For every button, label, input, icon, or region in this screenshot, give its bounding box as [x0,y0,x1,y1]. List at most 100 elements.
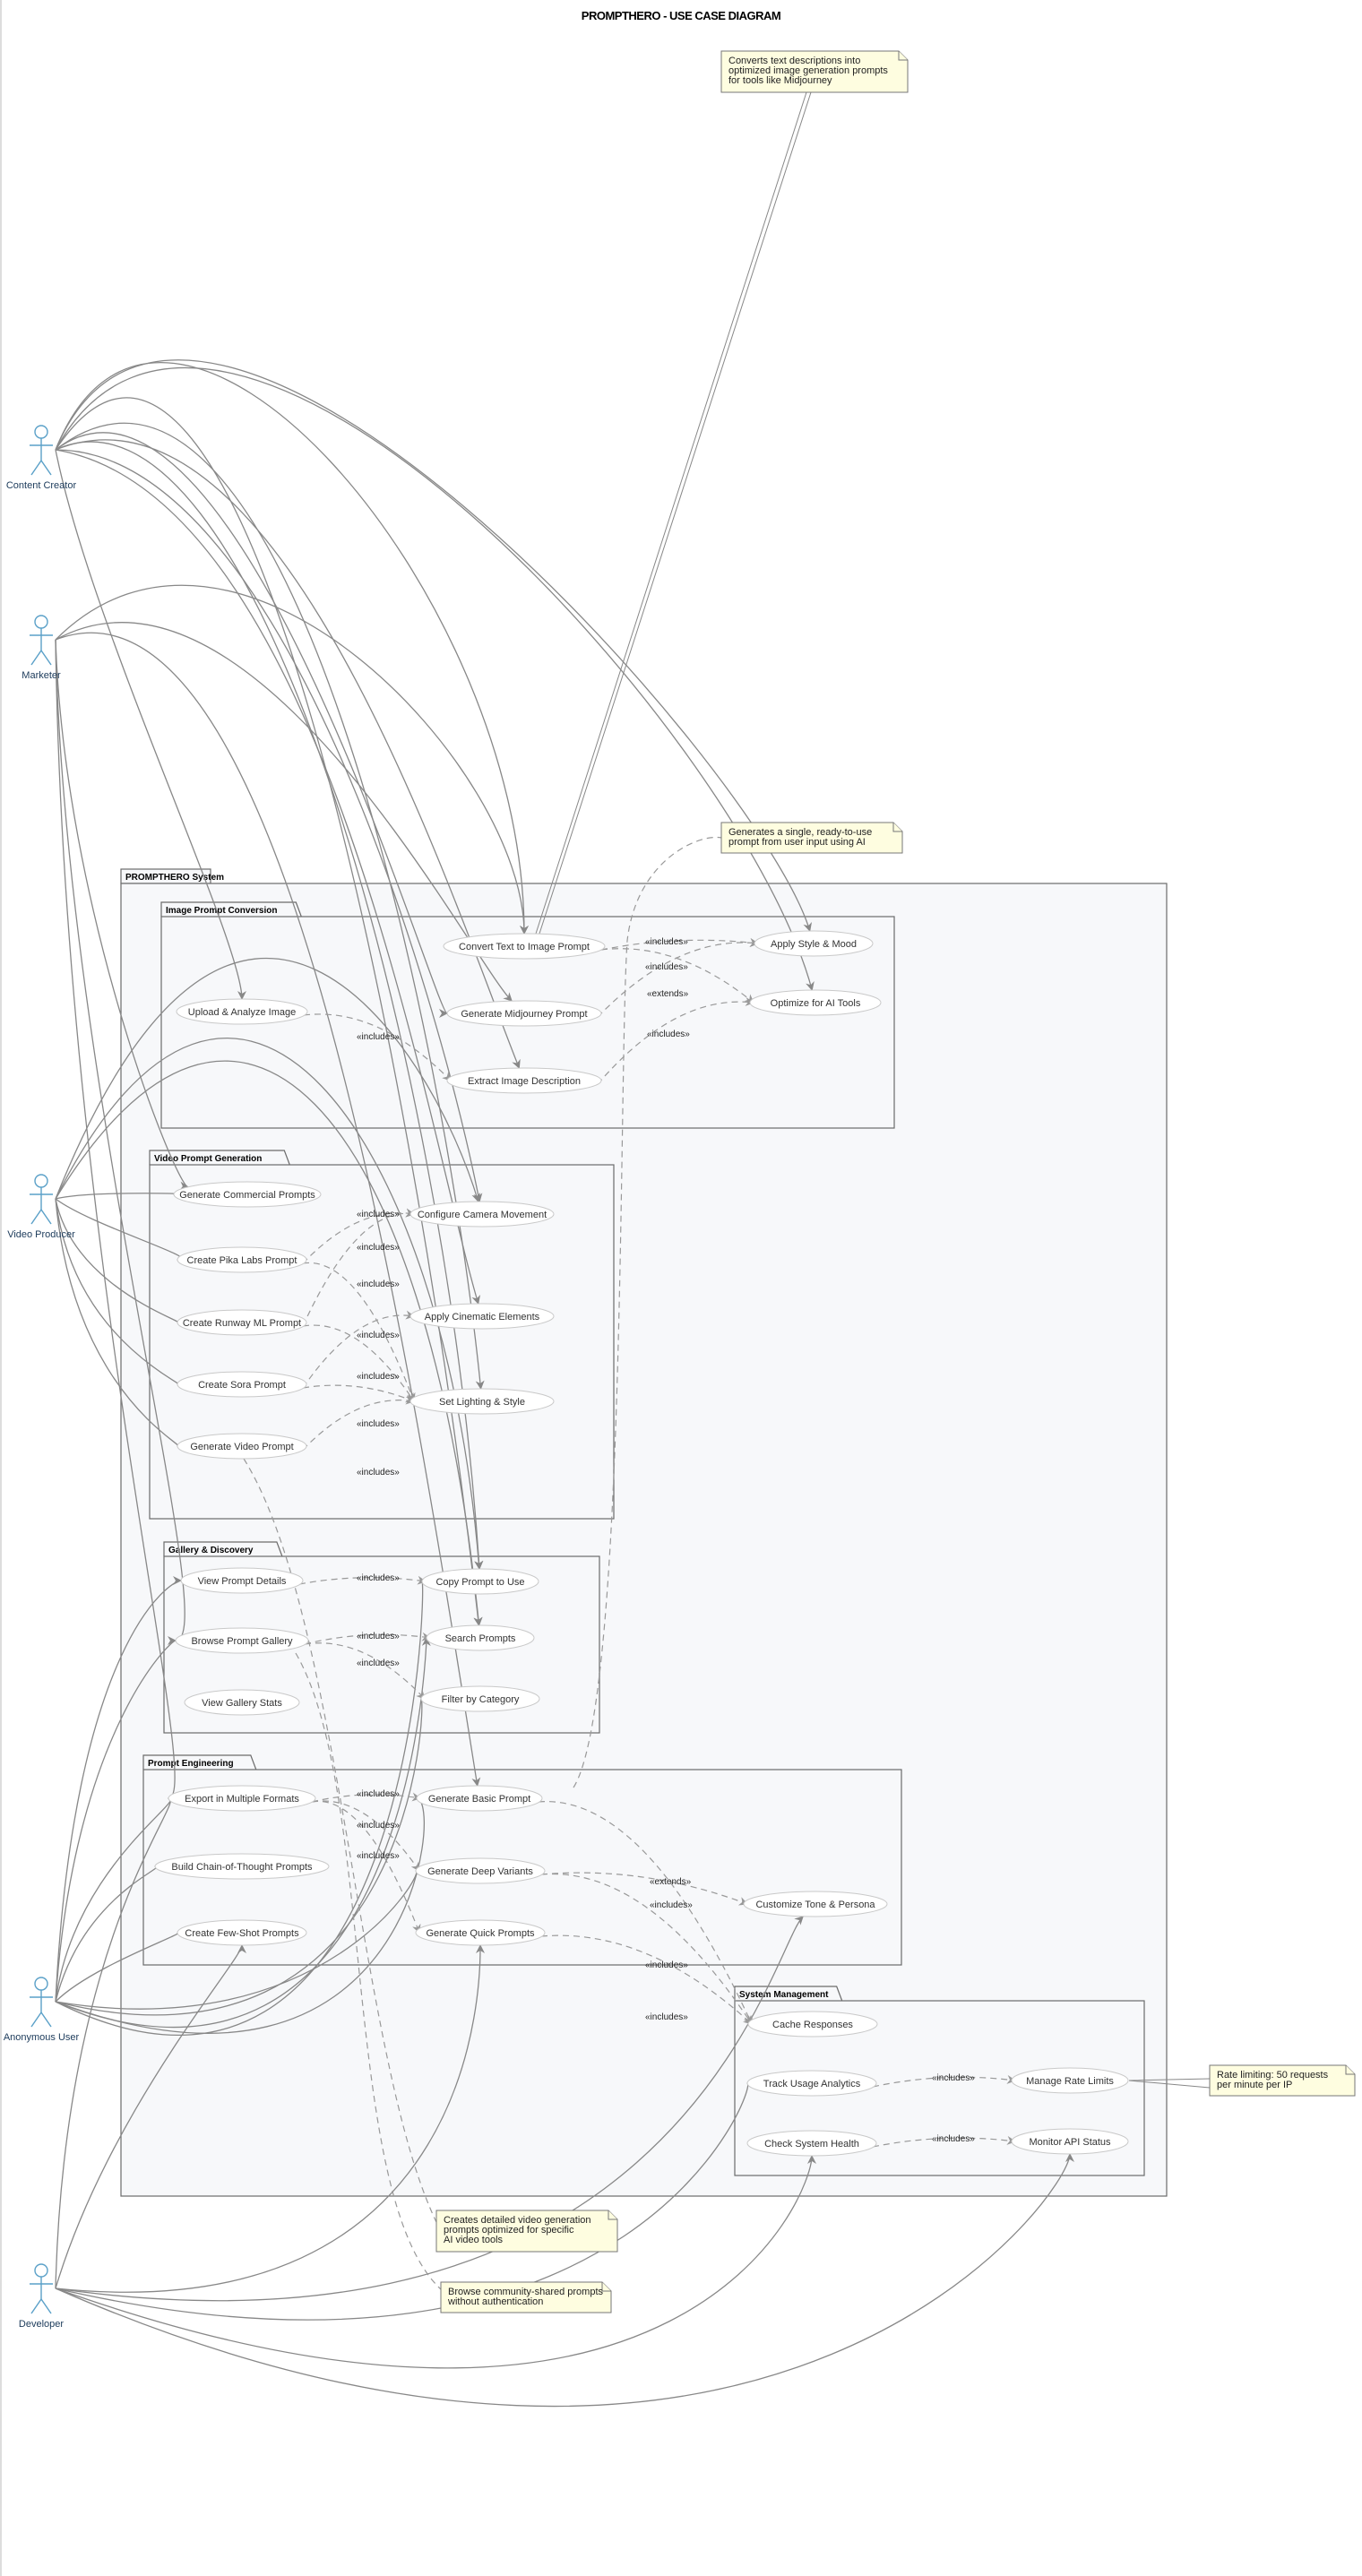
association-dv-ctp [55,1916,804,2302]
use-case-crs[interactable]: Cache Responses [747,2011,878,2038]
use-case-label: Create Few-Shot Prompts [185,1928,299,1939]
use-case-label: Generate Quick Prompts [426,1928,535,1939]
use-case-bct[interactable]: Build Chain-of-Thought Prompts [154,1853,330,1880]
dependency-label: «includes» [645,962,688,972]
dependency-cti-oat [600,948,754,1004]
association-cc-oat [55,366,815,991]
actor-label: Content Creator [6,480,77,491]
use-case-fbc[interactable]: Filter by Category [420,1685,540,1712]
dependency-label: «extends» [650,1877,692,1887]
association-mk-gmp [55,622,513,1002]
use-case-cti[interactable]: Convert Text to Image Prompt [443,933,606,960]
stick-figure-icon [30,425,53,476]
dependency-label: «includes» [647,1030,690,1039]
actor-mk[interactable]: Marketer [22,615,61,681]
use-case-oat[interactable]: Optimize for AI Tools [749,989,882,1016]
association-au-bpg [55,1636,177,2003]
dependency-gdv-ctp [540,1872,748,1906]
stick-figure-icon [30,2263,53,2314]
association-vp-spr [55,1060,483,1626]
association-mk-gbp [55,632,481,1787]
use-case-bpg[interactable]: Browse Prompt Gallery [175,1627,309,1654]
dependency-label: «includes» [932,2134,975,2144]
use-case-csh[interactable]: Check System Health [746,2130,877,2157]
use-case-csp[interactable]: Create Sora Prompt [177,1371,307,1398]
dependency-crm-sls [302,1324,415,1402]
use-case-cfs[interactable]: Create Few-Shot Prompts [177,1919,307,1946]
use-case-cpl[interactable]: Create Pika Labs Prompt [177,1246,307,1273]
dependency-gmp-asm [597,938,759,1018]
association-cc-ace [55,449,481,1305]
use-case-label: Search Prompts [445,1633,516,1644]
use-case-eid[interactable]: Extract Image Description [446,1067,602,1094]
use-case-label: Export in Multiple Formats [185,1794,299,1805]
association-vp-crm [55,1198,186,1327]
use-case-uai[interactable]: Upload & Analyze Image [176,998,308,1025]
dependency-uai-eid [303,1013,452,1081]
use-case-vgs[interactable]: View Gallery Stats [184,1689,300,1716]
dependency-cpl-ccm [302,1208,415,1264]
association-mk-emf [55,639,177,1803]
use-case-ace[interactable]: Apply Cinematic Elements [409,1303,555,1330]
use-case-mas[interactable]: Monitor API Status [1011,2128,1129,2155]
use-case-label: Check System Health [764,2139,859,2150]
use-case-label: View Prompt Details [198,1576,287,1587]
package-label: Image Prompt Conversion [166,906,277,916]
use-case-ctp[interactable]: Customize Tone & Persona [743,1891,888,1917]
use-case-gcp[interactable]: Generate Commercial Prompts [173,1181,322,1208]
dependency-label: «includes» [645,937,688,947]
actor-label: Marketer [22,670,61,681]
note-n1: Converts text descriptions intooptimized… [720,50,909,93]
dependency-label: «includes» [650,1900,693,1910]
dependency-cti-asm [600,938,759,951]
association-au-cpu [55,1578,431,2036]
actor-au[interactable]: Anonymous User [4,1977,80,2043]
use-case-cpu[interactable]: Copy Prompt to Use [421,1568,539,1595]
use-case-crm[interactable]: Create Runway ML Prompt [177,1309,307,1336]
actor-label: Video Producer [7,1229,75,1240]
use-case-tua[interactable]: Track Usage Analytics [746,2070,877,2097]
use-case-ccm[interactable]: Configure Camera Movement [409,1201,555,1228]
note-line: for tools like Midjourney [728,75,832,86]
dependency-label: «includes» [357,1658,400,1668]
use-case-sls[interactable]: Set Lighting & Style [409,1388,555,1415]
note-line: per minute per IP [1217,2080,1292,2090]
dependency-label: «includes» [357,1419,400,1429]
use-case-mrl[interactable]: Manage Rate Limits [1011,2067,1129,2094]
use-case-emf[interactable]: Export in Multiple Formats [168,1785,316,1812]
actor-cc[interactable]: Content Creator [6,425,77,491]
use-case-label: View Gallery Stats [202,1698,282,1709]
use-case-spr[interactable]: Search Prompts [426,1624,535,1651]
dependency-tua-mrl [872,2074,1016,2088]
package-label: Video Prompt Generation [154,1154,262,1164]
note-line: prompts optimized for specific [444,2225,574,2236]
use-case-label: Set Lighting & Style [439,1397,525,1408]
use-case-gbp[interactable]: Generate Basic Prompt [416,1785,543,1812]
use-case-label: Apply Cinematic Elements [425,1312,540,1322]
association-cc-eid [55,439,521,1069]
use-case-gvp[interactable]: Generate Video Prompt [177,1433,307,1460]
association-cc-cti [55,362,529,935]
association-au-cfs [55,1928,186,2003]
actor-dv[interactable]: Developer [19,2263,64,2330]
association-cc-ccm [55,449,483,1202]
dependency-bpg-fbc [304,1642,426,1700]
use-case-label: Configure Camera Movement [418,1210,547,1220]
dependency-label: «includes» [357,1851,400,1861]
actor-label: Anonymous User [4,2032,80,2043]
dependency-label: «includes» [357,1032,400,1042]
actor-vp[interactable]: Video Producer [7,1174,75,1240]
use-case-vpd[interactable]: View Prompt Details [180,1567,304,1594]
association-vp-ccm [55,958,481,1202]
stick-figure-icon [30,615,53,666]
package-label: System Management [739,1990,829,2000]
use-case-gmp[interactable]: Generate Midjourney Prompt [446,1000,602,1027]
use-case-gqp[interactable]: Generate Quick Prompts [415,1919,546,1946]
use-case-label: Convert Text to Image Prompt [459,942,590,952]
use-case-gdv[interactable]: Generate Deep Variants [415,1857,546,1884]
relationship-lines [55,91,1211,2408]
note-line: Creates detailed video generation [444,2215,591,2226]
note-line: without authentication [447,2296,543,2307]
use-case-asm[interactable]: Apply Style & Mood [754,930,874,957]
